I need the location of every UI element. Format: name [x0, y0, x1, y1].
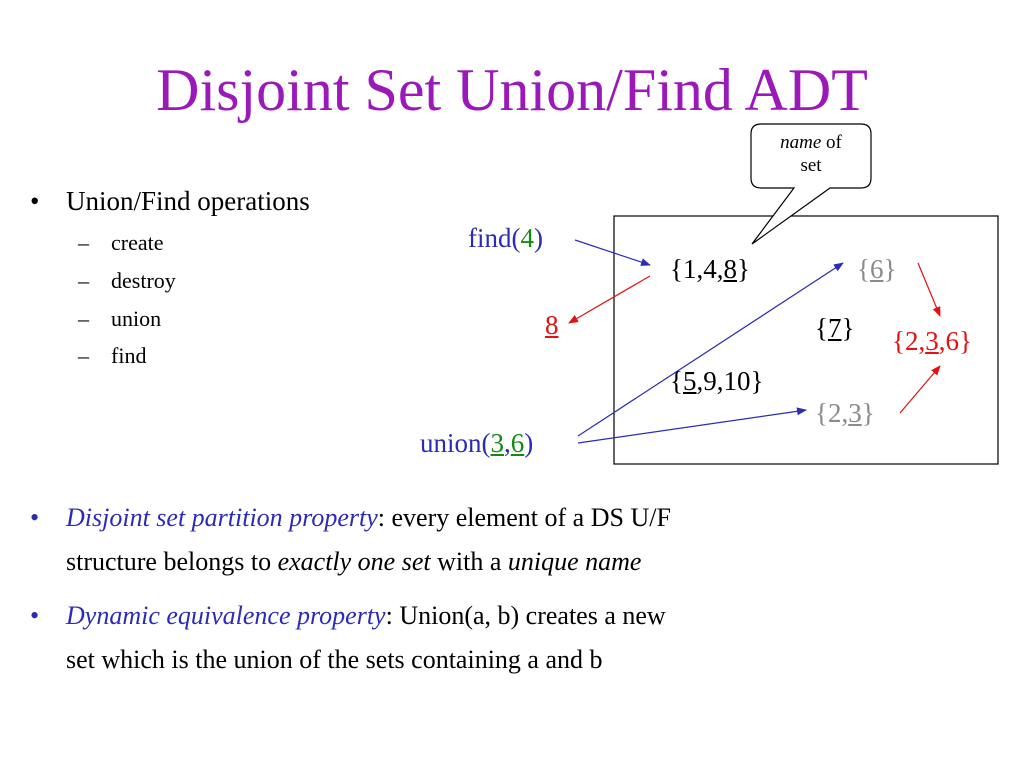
dash: – — [78, 343, 89, 368]
set-open: { — [815, 313, 828, 343]
property-line-2: structure belongs to exactly one set wit… — [66, 540, 641, 584]
op-item-destroy: –destroy — [78, 268, 176, 294]
callout-line-1: name of — [755, 131, 867, 154]
set-open: {1,4, — [670, 254, 724, 284]
bullet-symbol: • — [30, 503, 40, 532]
callout-of: of — [821, 132, 842, 153]
op-item-union: –union — [78, 306, 161, 332]
set-close: ,6} — [938, 326, 972, 356]
bullet-symbol: • — [30, 186, 40, 216]
set-1-4-8: {1,4,8} — [670, 254, 750, 285]
bullet-symbol: • — [30, 601, 40, 630]
set-name: 5 — [682, 366, 697, 396]
property-text-3: with a — [430, 547, 508, 576]
set-close: } — [883, 254, 897, 284]
arrow-union-to-set-23 — [577, 407, 807, 444]
find-arg: 4 — [520, 223, 534, 253]
property-italic-2: exactly one set — [277, 547, 431, 576]
dash: – — [78, 268, 89, 293]
union-fn: union( — [420, 428, 491, 458]
callout-bubble — [750, 123, 872, 245]
sets-box — [613, 215, 999, 465]
arrow-set-to-result — [568, 275, 651, 324]
callout-line-2: set — [800, 155, 822, 176]
op-item-create: –create — [78, 230, 164, 256]
op-label: find — [111, 343, 147, 368]
arrow-union-to-set-6 — [577, 262, 844, 437]
set-6: {6} — [857, 254, 896, 285]
property-line-1: Disjoint set partition property: every e… — [66, 496, 671, 540]
arrow-set23-to-merged — [899, 365, 941, 414]
set-close: } — [861, 398, 875, 428]
property-text-1: : every element of a DS U/F — [377, 503, 671, 532]
set-open: { — [670, 366, 683, 396]
op-item-find: –find — [78, 343, 146, 369]
union-arg-2: 6 — [510, 428, 525, 458]
property-name: Dynamic equivalence property — [66, 601, 386, 630]
set-open: {2, — [892, 326, 926, 356]
set-name: 3 — [848, 398, 862, 428]
property-name: Disjoint set partition property — [66, 503, 378, 532]
set-open: {2, — [815, 398, 849, 428]
callout-text: name of set — [755, 131, 867, 177]
operations-heading: Union/Find operations — [66, 186, 310, 216]
set-name: 8 — [723, 254, 737, 284]
set-close: } — [736, 254, 750, 284]
dash: – — [78, 306, 89, 331]
arrow-find-to-set — [574, 239, 651, 266]
union-close: ) — [524, 428, 534, 458]
set-close: } — [841, 313, 855, 343]
callout-name-italic: name — [780, 132, 822, 153]
find-result: 8 — [545, 310, 559, 340]
property-line-1: Dynamic equivalence property: Union(a, b… — [66, 594, 666, 638]
dash: – — [78, 230, 89, 255]
op-label: create — [111, 230, 164, 255]
set-2-3: {2,3} — [815, 398, 875, 429]
op-label: destroy — [111, 268, 176, 293]
set-name: 6 — [869, 254, 884, 284]
property-italic-3: unique name — [507, 547, 642, 576]
set-2-3-6: {2,3,6} — [892, 326, 972, 357]
set-5-9-10: {5,9,10} — [670, 366, 763, 397]
property-line-2: set which is the union of the sets conta… — [66, 638, 603, 682]
set-name: 7 — [827, 313, 842, 343]
property-text-2: set which is the union of the sets conta… — [66, 645, 603, 674]
union-call: union(3,6) — [420, 428, 533, 459]
find-fn: find( — [468, 223, 521, 253]
set-7: {7} — [815, 313, 854, 344]
arrow-set6-to-merged — [917, 262, 941, 317]
property-text-1: : Union(a, b) creates a new — [385, 601, 666, 630]
set-rest: ,9,10} — [696, 366, 764, 396]
set-open: { — [857, 254, 870, 284]
union-arg-1: 3 — [490, 428, 505, 458]
set-name: 3 — [925, 326, 939, 356]
union-comma: , — [504, 428, 511, 458]
find-close: ) — [533, 223, 543, 253]
find-call: find(4) — [468, 223, 543, 254]
op-label: union — [111, 306, 162, 331]
operations-bullet: • Union/Find operations — [30, 186, 310, 217]
property-text-2: structure belongs to — [66, 547, 278, 576]
page-title: Disjoint Set Union/Find ADT — [156, 57, 868, 123]
